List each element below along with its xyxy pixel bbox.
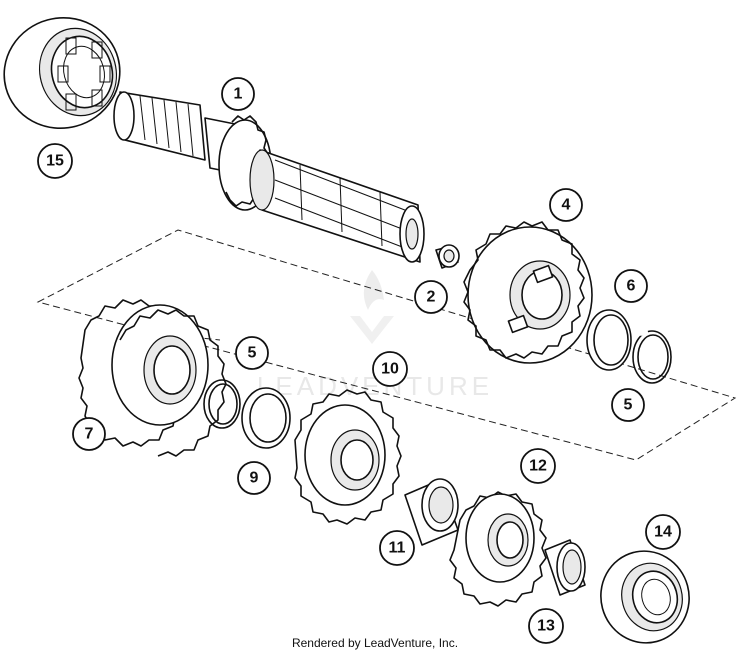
svg-text:5: 5 — [248, 345, 257, 362]
bearing-bottom-right — [600, 550, 690, 644]
svg-text:14: 14 — [654, 524, 672, 541]
callout-7[interactable]: 7 — [72, 417, 106, 451]
callout-2[interactable]: 2 — [414, 280, 448, 314]
double-gear-left — [78, 299, 227, 457]
svg-text:4: 4 — [562, 197, 571, 214]
callout-5-right[interactable]: 5 — [611, 388, 645, 422]
callout-6[interactable]: 6 — [614, 269, 648, 303]
thrust-washer — [241, 387, 291, 449]
svg-text:9: 9 — [250, 470, 259, 487]
svg-text:1: 1 — [234, 86, 243, 103]
svg-text:11: 11 — [389, 540, 406, 557]
callout-10[interactable]: 10 — [372, 351, 408, 387]
watermark-logo: LEADVENTURE — [257, 270, 493, 401]
gear-lower — [449, 491, 547, 607]
callout-12[interactable]: 12 — [520, 448, 556, 484]
svg-text:2: 2 — [427, 289, 436, 306]
assembly-outline — [36, 229, 737, 461]
gear-upper-right — [463, 221, 593, 364]
svg-text:5: 5 — [624, 397, 633, 414]
callout-14[interactable]: 14 — [645, 514, 681, 550]
footer-credit: Rendered by LeadVenture, Inc. — [291, 636, 459, 650]
callout-1[interactable]: 1 — [221, 77, 255, 111]
gear-center — [294, 389, 402, 525]
svg-text:13: 13 — [537, 618, 555, 635]
callout-5-left[interactable]: 5 — [235, 336, 269, 370]
watermark-text: LEADVENTURE — [257, 371, 493, 401]
svg-text:12: 12 — [529, 458, 547, 475]
callout-15[interactable]: 15 — [37, 143, 73, 179]
callout-11[interactable]: 11 — [379, 530, 415, 566]
svg-text:10: 10 — [381, 361, 399, 378]
svg-text:15: 15 — [46, 153, 64, 170]
svg-text:6: 6 — [627, 278, 636, 295]
spacer-bushing — [544, 539, 586, 596]
svg-text:7: 7 — [85, 426, 94, 443]
callout-9[interactable]: 9 — [237, 461, 271, 495]
bearing-top-left — [3, 16, 121, 130]
needle-sleeve — [404, 478, 459, 546]
callout-13[interactable]: 13 — [528, 608, 564, 644]
circlip-upper — [586, 309, 632, 371]
snap-ring-upper — [632, 330, 672, 384]
snap-ring-left — [203, 379, 241, 429]
transmission-shaft — [113, 91, 425, 263]
needle-bushing — [435, 244, 460, 269]
callout-4[interactable]: 4 — [549, 188, 583, 222]
